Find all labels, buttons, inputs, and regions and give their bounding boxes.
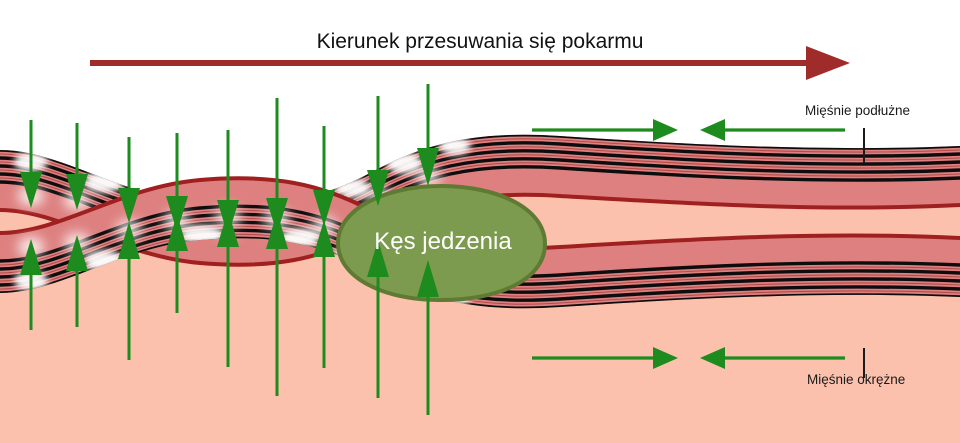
- page-title: Kierunek przesuwania się pokarmu: [316, 30, 644, 53]
- circular-muscle-arrows: [532, 347, 845, 369]
- food-bolus-shape: [335, 183, 548, 303]
- food-direction-arrow: [90, 46, 850, 80]
- upper-contraction-arrows: [20, 84, 439, 236]
- label-longitudinal-muscle: Mięśnie podłużne: [805, 103, 911, 118]
- label-food-bolus: Kęs jedzenia: [374, 228, 512, 255]
- longitudinal-muscle-arrows: [532, 119, 845, 141]
- lower-contraction-arrows: [20, 210, 439, 415]
- label-circular-muscle: Mięśnie okrężne: [807, 372, 906, 387]
